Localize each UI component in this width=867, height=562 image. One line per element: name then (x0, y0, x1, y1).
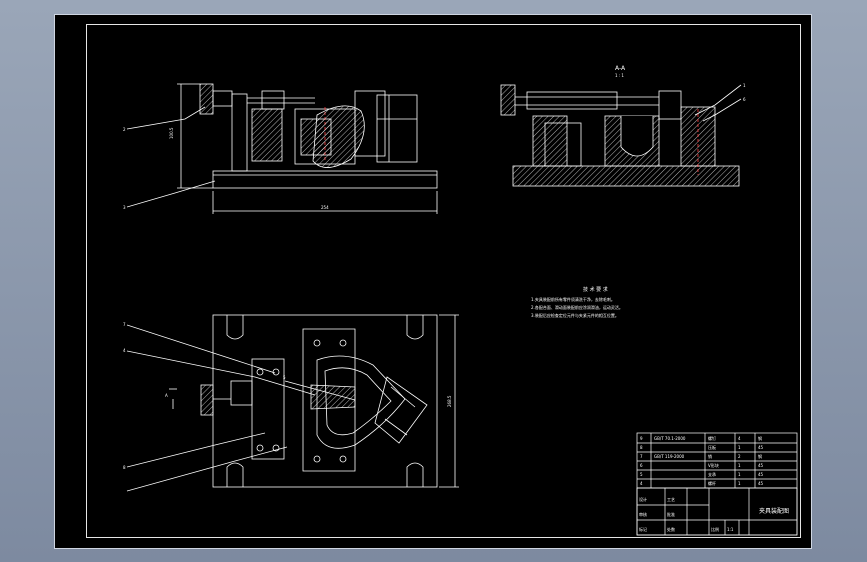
parts-list-cell: 销 (708, 453, 712, 459)
tech-line: 2.各配合面、滑动面装配前应涂润滑油，运动灵活。 (531, 304, 623, 310)
tech-line: 3.装配后应检查定位元件与夹紧元件的相互位置。 (531, 312, 619, 318)
balloon: 8 (123, 465, 126, 470)
parts-list-cell: 1 (738, 445, 741, 450)
parts-list-cell: 螺钉 (708, 435, 716, 441)
title-footer-cell: 处数 (667, 526, 675, 532)
section-view (500, 84, 742, 187)
parts-list-cell: 8 (640, 445, 643, 450)
parts-list-cell: 4 (640, 481, 643, 486)
parts-list-cell: 4 (738, 436, 741, 441)
section-label: A-A (615, 65, 626, 72)
title-block (636, 432, 798, 536)
cad-drawing (126, 83, 798, 536)
title-footer-cell: 1:1 (727, 527, 734, 532)
tech-title: 技 术 要 求 (583, 286, 608, 293)
parts-list-cell: GB/T 119-2000 (654, 454, 685, 459)
balloon: 3 (123, 205, 126, 210)
parts-list-cell: GB/T 70.1-2000 (654, 436, 686, 441)
drawing-sheet: A-A 1 : 1 254 100.5 268.5 A 技 术 要 求 1.夹具… (54, 14, 812, 549)
parts-list-cell: 支承 (708, 471, 716, 477)
parts-list-cell: 1 (738, 481, 741, 486)
title-footer-cell: 标记 (639, 526, 647, 532)
annotation-layer: A-A 1 : 1 254 100.5 268.5 A 技 术 要 求 1.夹具… (123, 65, 789, 532)
parts-list-cell: 钢 (758, 435, 762, 441)
drawing-name: 夹具装配图 (759, 507, 789, 515)
parts-list-cell: 1 (738, 472, 741, 477)
balloon: 5 (283, 375, 286, 380)
dim-height-front: 100.5 (169, 127, 174, 139)
top-view (126, 314, 459, 492)
parts-list-cell: 6 (640, 463, 643, 468)
parts-list-cell: 45 (758, 445, 764, 450)
parts-list-cell: 2 (738, 454, 741, 459)
parts-list-cell: 5 (640, 472, 643, 477)
balloon: 4 (123, 348, 126, 353)
parts-list-cell: 螺杆 (708, 480, 716, 486)
title-footer-cell: 比例 (711, 526, 719, 532)
dim-height-top: 268.5 (447, 395, 452, 407)
parts-list-cell: 45 (758, 481, 764, 486)
tech-line: 1.夹具装配前所有零件须清洗干净，去除毛刺。 (531, 296, 615, 302)
parts-list-cell: V形块 (708, 462, 719, 468)
parts-list-cell: 45 (758, 463, 764, 468)
parts-list-cell: 钢 (758, 453, 762, 459)
section-scale: 1 : 1 (615, 73, 624, 78)
dim-width-front: 254 (321, 205, 329, 210)
title-footer-cell: 批准 (667, 511, 675, 517)
parts-list-cell: 9 (640, 436, 643, 441)
title-footer-cell: 审核 (639, 511, 647, 517)
parts-list-cell: 7 (640, 454, 643, 459)
section-mark-left: A (165, 393, 168, 398)
front-view (126, 83, 438, 214)
title-footer-cell: 工艺 (667, 497, 675, 502)
balloon: 2 (123, 127, 126, 132)
parts-list-cell: 压板 (708, 444, 716, 450)
parts-list-cell: 1 (738, 463, 741, 468)
drawing-frame (86, 24, 801, 538)
balloon: 1 (743, 83, 746, 88)
balloon: 7 (123, 322, 126, 327)
parts-list-cell: 45 (758, 472, 764, 477)
title-footer-cell: 设计 (639, 496, 647, 502)
balloon: 6 (743, 97, 746, 102)
